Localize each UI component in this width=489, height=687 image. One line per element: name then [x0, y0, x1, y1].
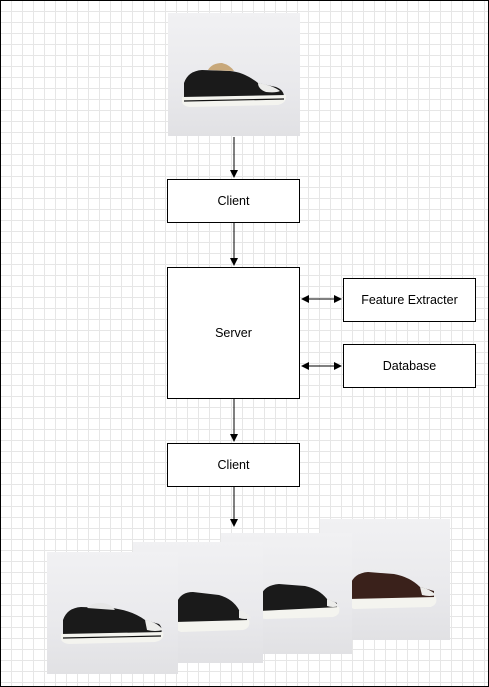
result-image-1 [47, 552, 178, 674]
sneaker-icon [182, 63, 287, 107]
feature-extractor-node: Feature Extracter [343, 278, 476, 322]
sneaker-icon [175, 592, 251, 632]
sneaker-icon [348, 572, 437, 609]
database-node: Database [343, 344, 476, 388]
query-sneaker-image [168, 13, 300, 136]
server-node: Server [167, 267, 300, 399]
client-node-top: Client [167, 179, 300, 223]
client-node-bottom: Client [167, 443, 300, 487]
sneaker-icon [259, 584, 340, 619]
sneaker-icon [61, 602, 164, 644]
